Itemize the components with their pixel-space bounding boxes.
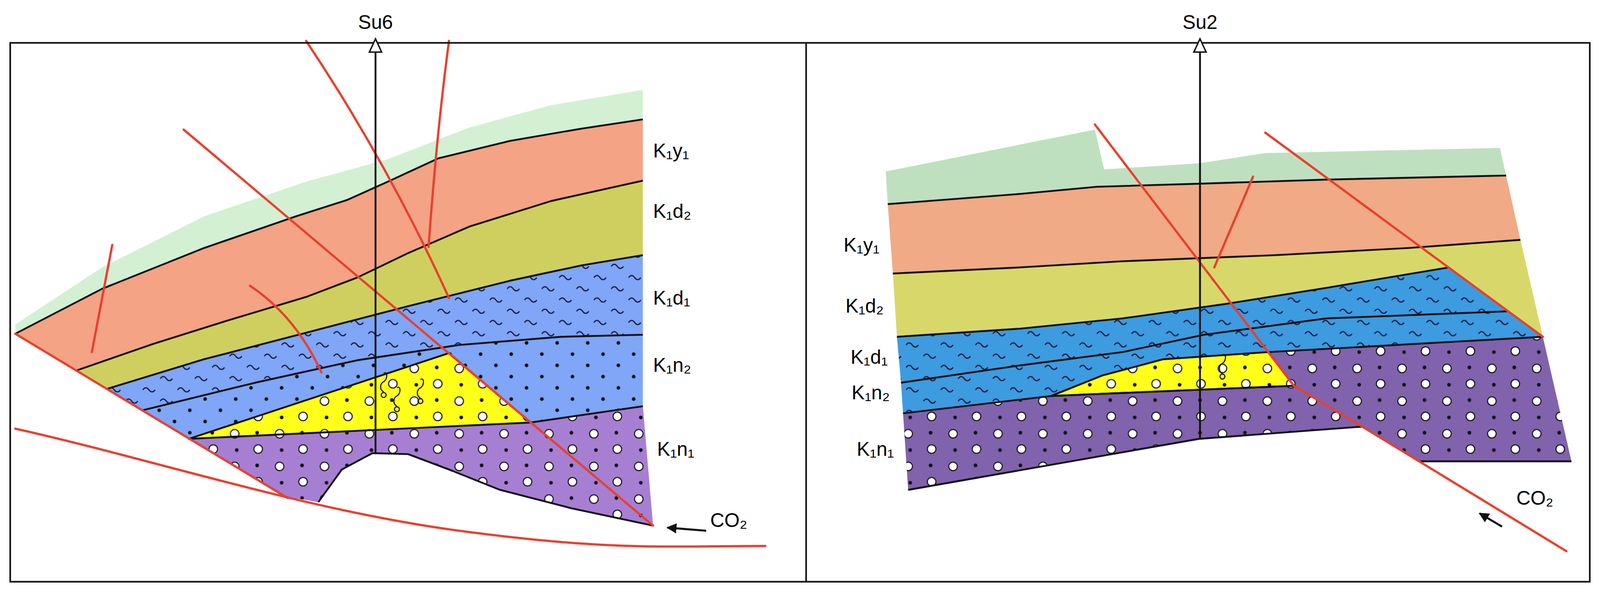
layer-label: K₁d₁ (850, 346, 888, 368)
layer-boundary (901, 311, 1509, 383)
fossil-mark (1220, 374, 1226, 379)
layer-boundary (76, 180, 643, 371)
fault-line (15, 333, 288, 498)
well-name: Su6 (358, 11, 393, 33)
layer-boundary (892, 239, 1521, 274)
sand-body-outline (188, 353, 531, 440)
fault-line (1094, 124, 1567, 552)
frame (10, 42, 1590, 582)
layer-boundary (896, 267, 1449, 337)
fossil-mark (393, 387, 400, 407)
fault-line (183, 129, 653, 526)
fossil-mark (418, 398, 424, 404)
layer-boundary (887, 175, 1507, 205)
layer-boundary (530, 406, 643, 423)
gas-label: CO₂ (710, 509, 748, 532)
sand-body-outline (1051, 352, 1294, 397)
gas-label: CO₂ (1516, 487, 1554, 509)
layer-label: K₁n₂ (851, 382, 891, 404)
layer-label: K₁d₁ (652, 287, 691, 309)
layer-label: K₁n₂ (652, 354, 692, 376)
layer-boundary (1268, 336, 1543, 352)
layer-label: K₁y₁ (652, 140, 690, 162)
fossil-mark (394, 407, 400, 412)
right-section (885, 51, 1572, 552)
fault-line (91, 245, 113, 353)
fault-line (1265, 132, 1544, 337)
panel-divider (805, 42, 807, 582)
layer-label: K₁n₁ (856, 438, 895, 460)
well-head (369, 38, 382, 53)
pebble-pattern (1268, 336, 1572, 462)
well-name: Su2 (1182, 11, 1218, 33)
fossil-mark (1219, 354, 1226, 374)
layer-boundary (1419, 460, 1572, 463)
fossil-mark (417, 378, 424, 399)
pebble-pattern (902, 386, 1363, 491)
layer-label: K₁y₁ (843, 234, 880, 256)
gas-arrow (1479, 513, 1502, 527)
layer-boundary (908, 426, 1363, 490)
left-section (15, 40, 766, 547)
fossil-mark (381, 392, 387, 398)
gas-arrow (667, 527, 706, 532)
layer-boundary (15, 119, 643, 335)
layer-label: K₁d₂ (652, 200, 692, 222)
fault-line (249, 286, 322, 373)
fault-line (1214, 176, 1254, 268)
fault-line (428, 40, 449, 248)
layer-label: K₁d₂ (845, 295, 884, 317)
fault-line (306, 40, 449, 299)
well-line (374, 51, 377, 455)
well-head (1193, 38, 1207, 53)
layer-boundary (902, 386, 1294, 414)
well-line (1199, 51, 1202, 440)
fault-line (15, 428, 766, 547)
layer-label: K₁n₁ (656, 438, 695, 460)
